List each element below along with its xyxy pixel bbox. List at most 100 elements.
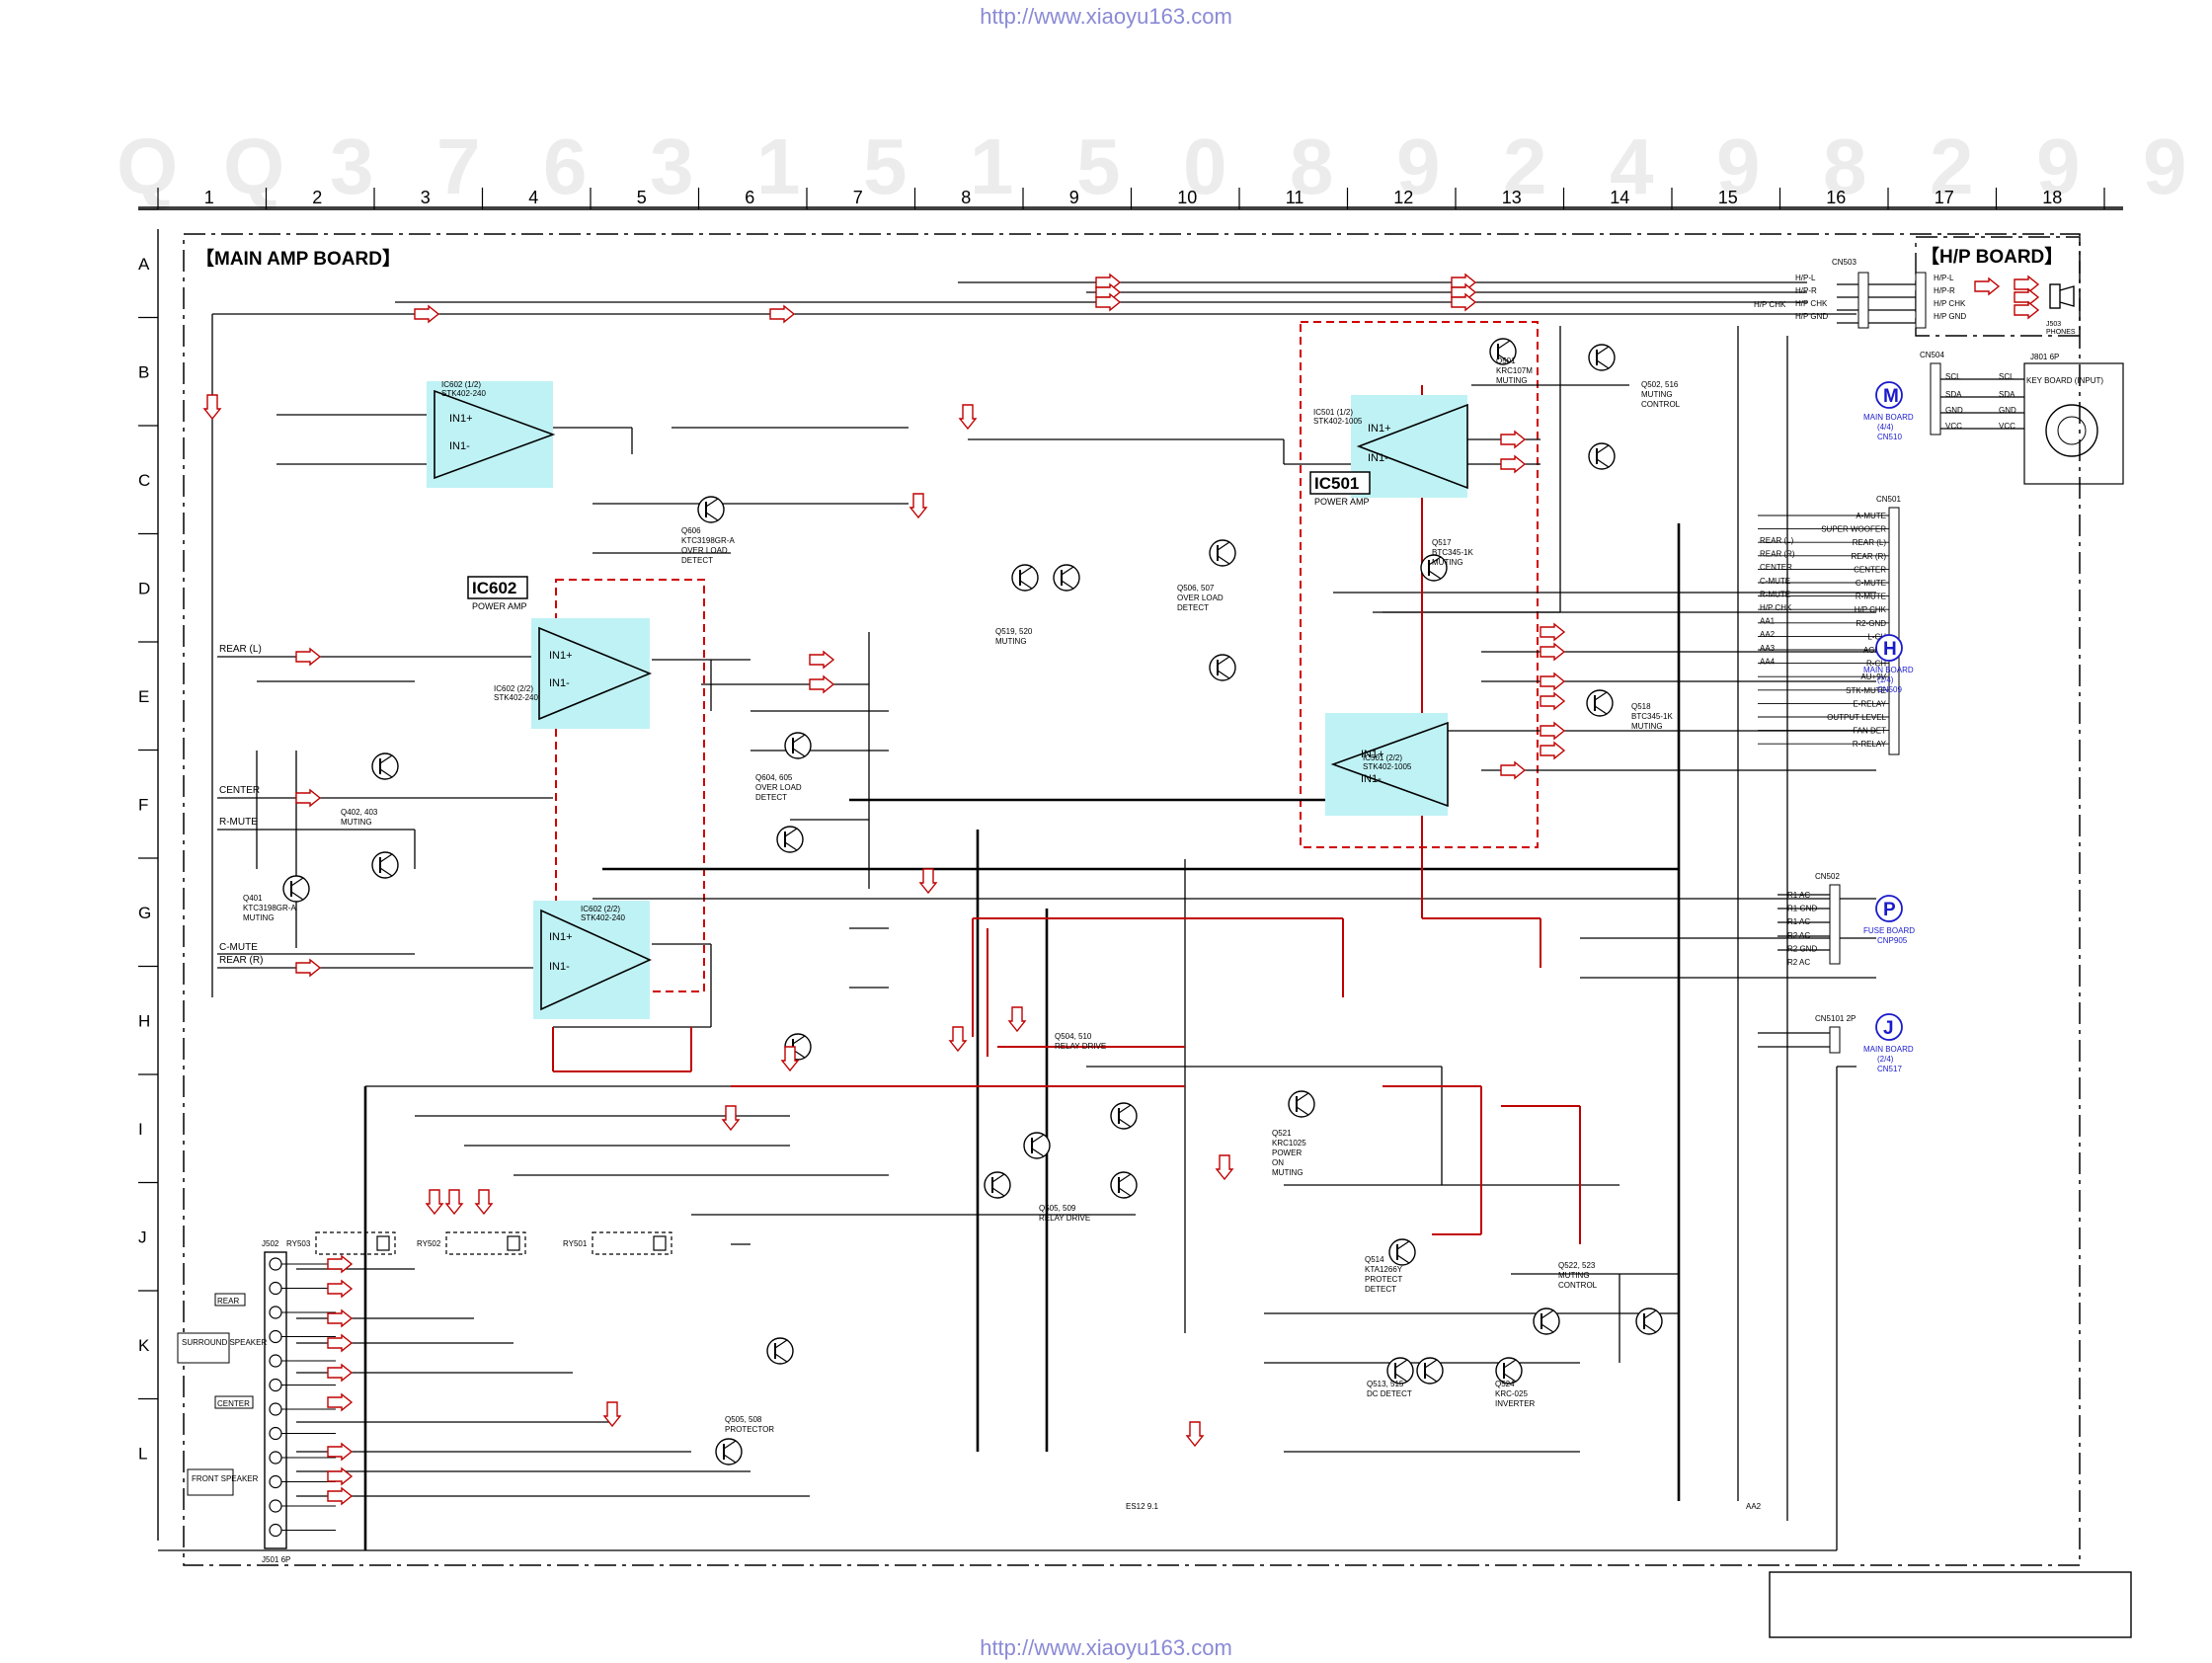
cn501-pin-1: A-MUTE [1856, 512, 1886, 520]
flow-arrow-down-icon [425, 1189, 444, 1216]
hp-pin-4: H/P GND [1934, 312, 1966, 321]
amp-input-labels: IN1+ IN1- IN1+ IN1- IN1+ IN1- IN1+ IN1- … [449, 413, 1391, 973]
key-board-name: J801 6P [2030, 353, 2059, 361]
board-link-line2-m: (4/4) [1877, 423, 1894, 432]
ic501b-name: IC501 (2/2) [1363, 753, 1402, 762]
watermark-digit: 9 [2143, 122, 2187, 210]
encoder-inner-icon [2057, 416, 2087, 445]
board-link-line1-p: FUSE BOARD [1863, 926, 1915, 935]
signal-center: CENTER [219, 785, 260, 796]
watermark-digit: 2 [1503, 122, 1547, 210]
amp2-in-plus: IN1+ [549, 650, 573, 662]
amp5-in-minus: IN1- [1361, 773, 1382, 785]
watermark-digit: 3 [650, 122, 694, 210]
aa2-label: AA2 [1746, 1502, 1762, 1511]
terminal-icon [269, 1426, 282, 1441]
hp-pin-3: H/P CHK [1934, 299, 1966, 308]
ic501-label: IC501 [1314, 474, 1359, 493]
cn504-pin-3: GND [1945, 406, 1963, 415]
transistor-icon [1110, 1102, 1138, 1130]
cn501-name: CN501 [1876, 495, 1901, 504]
flow-arrow-icon [327, 1392, 354, 1412]
relay-name-1: RY503 [286, 1239, 311, 1248]
transistor-icon [1420, 554, 1448, 582]
ic602-desc: POWER AMP [472, 601, 527, 611]
watermark-url-top[interactable]: http://www.xiaoyu163.com [980, 4, 1232, 29]
transistor-icon [697, 496, 725, 523]
center-speaker-box [214, 1395, 254, 1409]
column-label-8: 8 [961, 188, 971, 207]
row-label-E: E [138, 687, 149, 706]
watermark-url-bottom[interactable]: http://www.xiaoyu163.com [980, 1635, 1232, 1660]
board-link-letter-p: P [1883, 900, 1896, 920]
j501-name: J501 6P [262, 1555, 290, 1564]
surround-speaker-box [177, 1332, 230, 1364]
flow-arrow-icon [327, 1308, 354, 1328]
key-pin-4: VCC [1999, 422, 2015, 431]
ic602-label: IC602 [472, 579, 516, 597]
transistor-icon [1011, 564, 1039, 592]
watermark-digit: 6 [543, 122, 588, 210]
ic501-label-group: IC501 POWER AMP [1309, 471, 1371, 507]
column-label-5: 5 [637, 188, 647, 207]
watermark-digit: 9 [2036, 122, 2081, 210]
flow-arrow-down-icon [602, 1401, 622, 1428]
cn503-pin-1: H/P-L [1795, 274, 1816, 282]
transistor-icon [1495, 1357, 1523, 1385]
column-label-12: 12 [1393, 188, 1413, 207]
transistor-icon [766, 1337, 794, 1365]
flow-arrow-icon [2014, 300, 2040, 320]
column-label-16: 16 [1826, 188, 1846, 207]
ic602a-name: IC602 (1/2) [441, 380, 481, 389]
flow-arrow-icon [327, 1254, 354, 1274]
transistor-symbols [282, 338, 1663, 1465]
transistor-icon [1588, 344, 1616, 371]
amp-ic501-a [1356, 403, 1468, 490]
flow-arrow-icon [327, 1486, 354, 1506]
flow-arrow-icon [1500, 760, 1527, 780]
cn501-pin-12: R-CH [1866, 660, 1886, 669]
front-speaker-box [187, 1468, 234, 1496]
flow-arrow-down-icon [721, 1105, 741, 1132]
watermark-digit: 1 [756, 122, 801, 210]
transistor-icon [1416, 1357, 1444, 1385]
column-label-18: 18 [2042, 188, 2062, 207]
cn502-name: CN502 [1815, 872, 1840, 881]
amp3-in-minus: IN1- [549, 961, 570, 973]
cn503-pin-4: H/P GND [1795, 312, 1828, 321]
flow-arrow-icon [1095, 292, 1122, 312]
cn501-pin-7: R-MUTE [1856, 593, 1886, 601]
cn501-pin-18: R-RELAY [1853, 740, 1887, 749]
transistor-icon [1588, 442, 1616, 470]
amp-ic602-b [538, 626, 653, 721]
cn501-pin-10: L-CH [1867, 632, 1886, 641]
column-label-11: 11 [1286, 188, 1304, 207]
flow-arrow-down-icon [1007, 1006, 1027, 1033]
signal-rear-r: REAR (R) [219, 955, 263, 966]
ic602b-name: IC602 (2/2) [494, 684, 533, 693]
ic602c-part: STK402-240 [581, 913, 625, 922]
column-label-15: 15 [1718, 188, 1738, 207]
ic602a-part: STK402-240 [441, 389, 486, 398]
terminal-icon [269, 1474, 282, 1489]
flow-arrow-icon [1500, 430, 1527, 449]
cn501-pin-3: REAR (L) [1853, 538, 1887, 547]
amp-ic602-c-fill [533, 901, 650, 1019]
terminal-icon [269, 1354, 282, 1368]
flow-arrow-icon [327, 1333, 354, 1353]
flow-arrow-icon [809, 674, 835, 694]
amp1-in-plus: IN1+ [449, 413, 473, 425]
hp-pin-1: H/P-L [1934, 274, 1954, 282]
row-label-G: G [138, 904, 151, 922]
cn501-pin-5: CENTER [1854, 565, 1886, 574]
